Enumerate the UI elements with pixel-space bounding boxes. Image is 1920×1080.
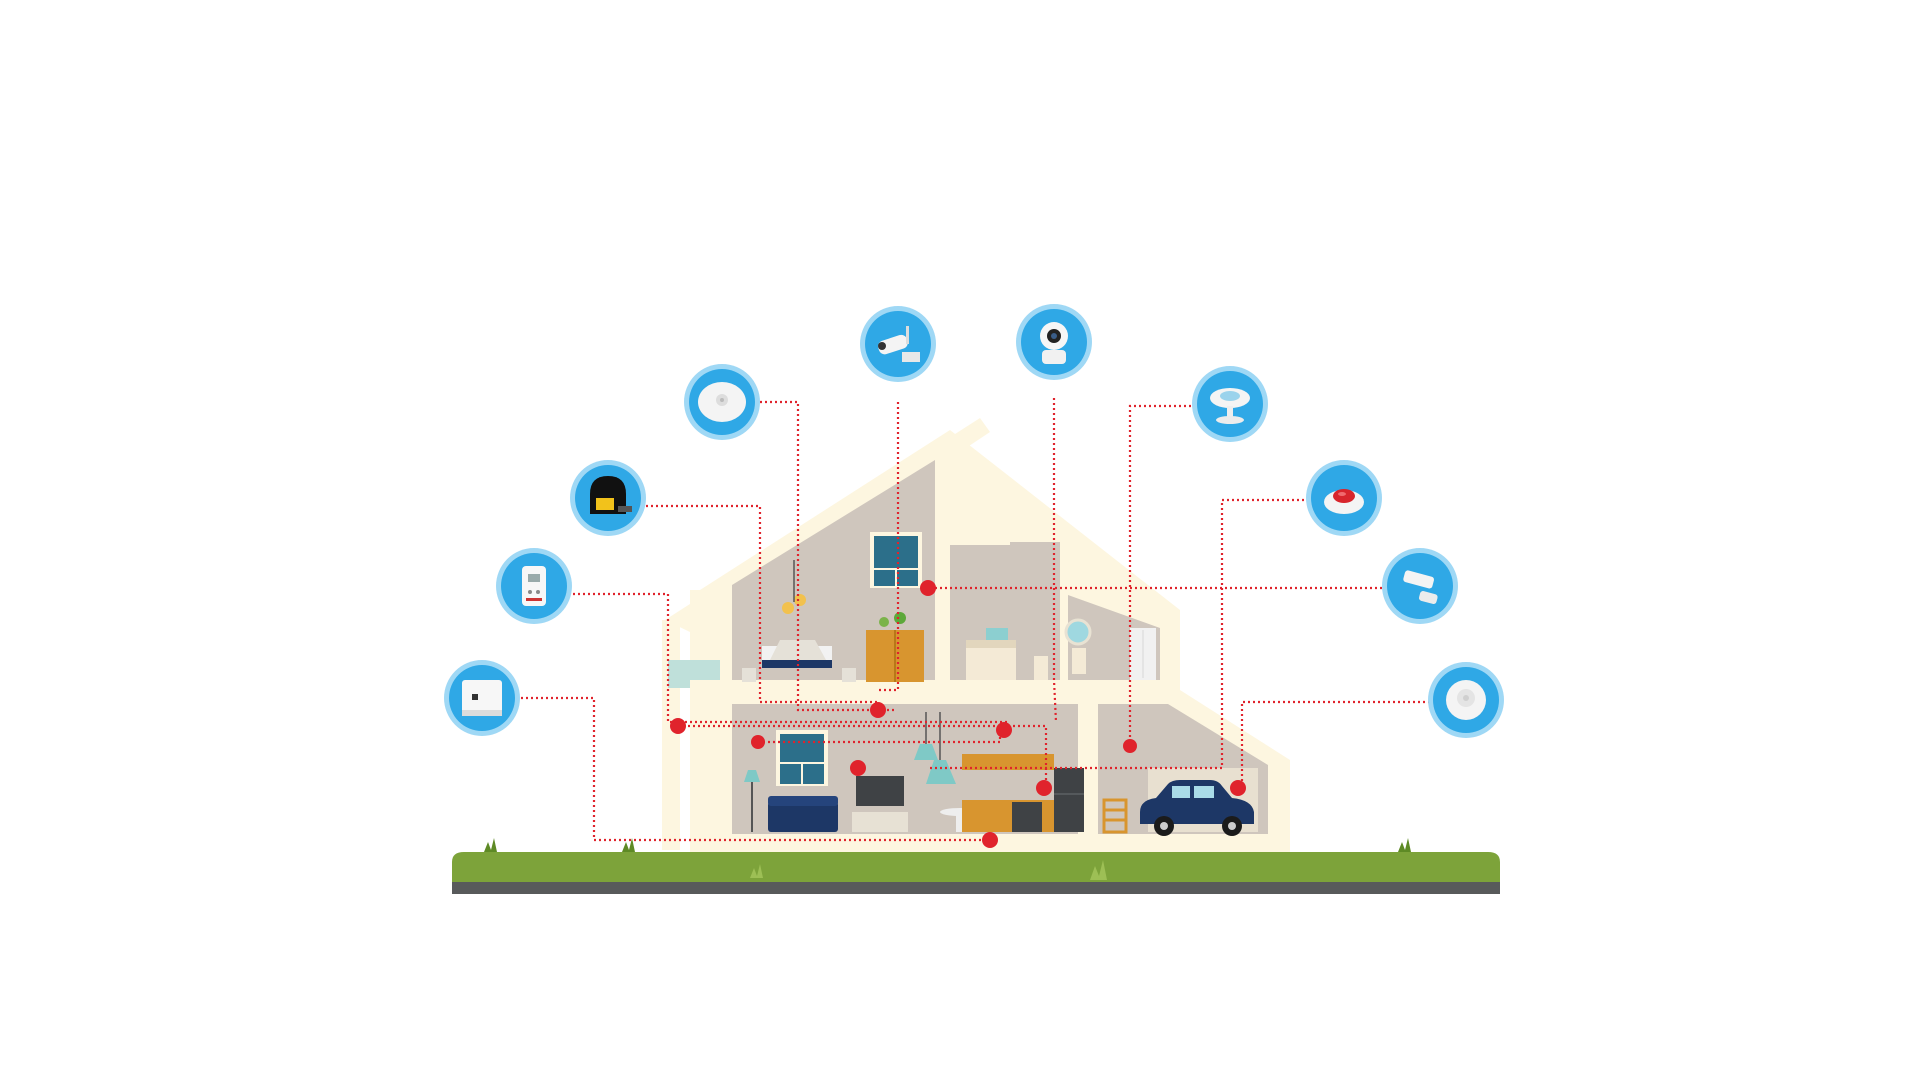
- sensor-point: [996, 722, 1012, 738]
- indoor-pan-tilt-camera-icon: [1040, 322, 1068, 364]
- door-sensor-bubble[interactable]: [1382, 548, 1458, 624]
- kitchen: [962, 754, 1084, 832]
- panic-button-bubble[interactable]: [1306, 460, 1382, 536]
- sensor-point: [982, 832, 998, 848]
- gas-detector-icon: [522, 566, 546, 606]
- gas-valve-controller-icon: [590, 476, 632, 514]
- bathroom: [966, 618, 1156, 680]
- ceiling-pir-sensor-icon: [1446, 680, 1486, 720]
- connection-points: [670, 580, 1246, 848]
- sensor-point: [920, 580, 936, 596]
- sensor-point: [850, 760, 866, 776]
- sensor-point: [670, 718, 686, 734]
- connection-wires: [516, 398, 1430, 842]
- gas-detector-bubble[interactable]: [496, 548, 572, 624]
- sensor-point: [1230, 780, 1246, 796]
- ceiling-sensor-bubble[interactable]: [1428, 662, 1504, 738]
- ground: [452, 838, 1500, 894]
- indoor-camera-bubble[interactable]: [1016, 304, 1092, 380]
- smoke-detector-icon: [698, 382, 746, 422]
- hub-gateway-icon: [462, 680, 502, 716]
- living-room: [744, 712, 980, 832]
- outdoor-camera-bubble[interactable]: [860, 306, 936, 382]
- sensor-point: [751, 735, 765, 749]
- house: [662, 418, 1290, 852]
- device-bubbles: [444, 304, 1504, 738]
- outdoor-camera-icon: [878, 326, 920, 362]
- sensor-point: [1123, 739, 1137, 753]
- hub-gateway-bubble[interactable]: [444, 660, 520, 736]
- motion-sensor-icon: [1210, 388, 1250, 424]
- smoke-detector-bubble[interactable]: [684, 364, 760, 440]
- garage: [1102, 780, 1254, 836]
- sensor-point: [870, 702, 886, 718]
- sensor-point: [1036, 780, 1052, 796]
- gas-valve-bubble[interactable]: [570, 460, 646, 536]
- motion-sensor-bubble[interactable]: [1192, 366, 1268, 442]
- panic-button-icon: [1324, 489, 1364, 514]
- door-window-sensor-icon: [1403, 570, 1438, 605]
- car-icon: [1140, 780, 1254, 836]
